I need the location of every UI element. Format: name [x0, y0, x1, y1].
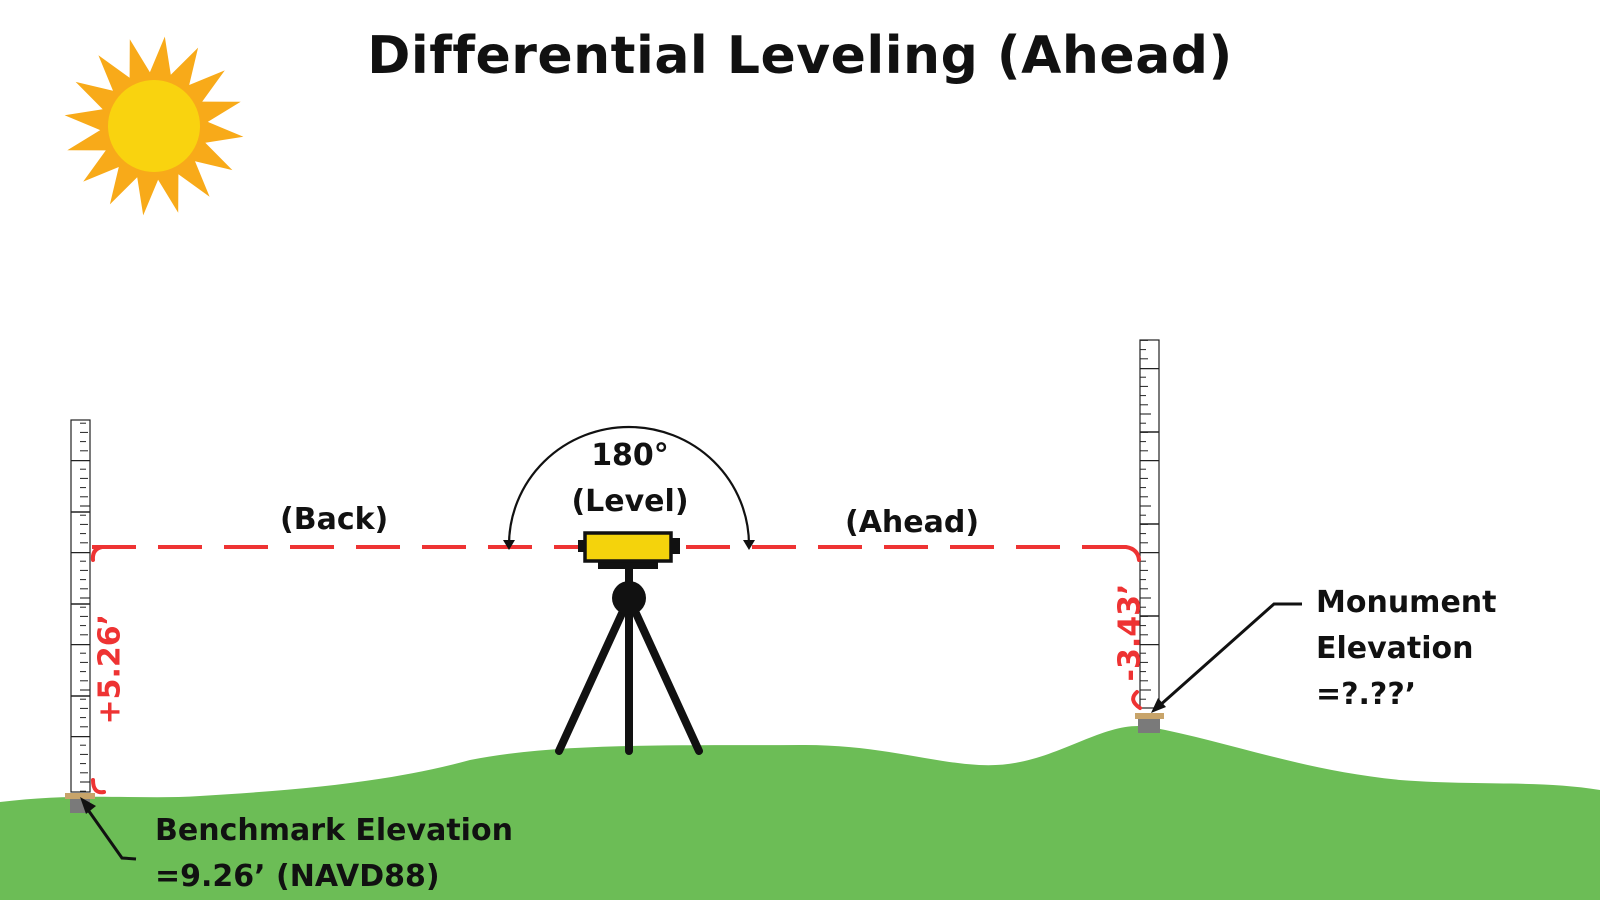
tripod-icon [555, 565, 703, 755]
foresight-bracket [1124, 545, 1142, 710]
level-instrument-icon [578, 531, 680, 569]
benchmark-leader [80, 797, 137, 861]
arc-arrowhead-left [503, 540, 515, 550]
arc-arrowhead-right [743, 540, 755, 550]
angle-label: 180° [591, 438, 669, 473]
back-leveling-rod [70, 419, 91, 793]
monument-leader [1151, 602, 1302, 713]
page-title: Differential Leveling (Ahead) [367, 26, 1233, 86]
foresight-reading: -3.43’ [1112, 583, 1148, 682]
benchmark-callout-line1: Benchmark Elevation [155, 813, 513, 848]
monument-callout-line1: Monument [1316, 585, 1497, 620]
ground-hill [0, 726, 1600, 900]
backsight-reading: +5.26’ [92, 613, 128, 725]
backsight-bracket [90, 545, 106, 795]
monument-callout: Monument Elevation =?.??’ [1316, 580, 1496, 718]
back-label: (Back) [280, 502, 389, 537]
monument-callout-line3: =?.??’ [1316, 677, 1417, 712]
ahead-label: (Ahead) [845, 505, 980, 540]
level-label: (Level) [571, 484, 689, 519]
foresight-leveling-rod [1139, 339, 1160, 709]
sun-icon [64, 36, 244, 216]
monument-callout-line2: Elevation [1316, 631, 1474, 666]
benchmark-callout-line2: =9.26’ (NAVD88) [155, 859, 440, 894]
benchmark-callout: Benchmark Elevation =9.26’ (NAVD88) [155, 808, 513, 900]
angle-arc [507, 425, 751, 546]
monument-marker [1135, 713, 1164, 733]
